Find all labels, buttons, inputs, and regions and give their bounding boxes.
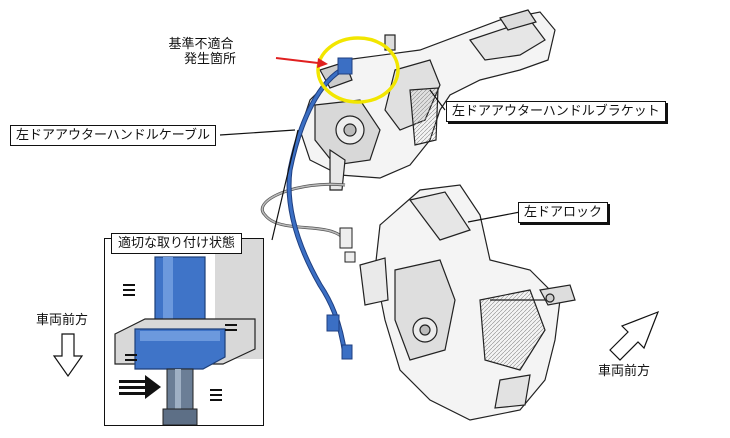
outer-handle-bracket-drawing xyxy=(299,9,556,191)
defect-location-label: 基準不適合 発生箇所 xyxy=(166,37,237,68)
vehicle-front-left-label: 車両前方 xyxy=(36,313,89,328)
vehicle-front-arrow-diagonal-icon xyxy=(609,310,660,361)
bracket-leader-line xyxy=(429,89,446,111)
defect-location-line2: 発生箇所 xyxy=(184,51,237,67)
lock-leader-line xyxy=(467,211,521,223)
push-arrow-icon xyxy=(119,375,161,399)
door-lock-drawing xyxy=(359,184,576,421)
outer-handle-bracket-label: 左ドアアウターハンドルブラケット xyxy=(446,101,666,122)
defect-location-line1: 基準不適合 xyxy=(168,37,234,52)
inset-illustration xyxy=(105,239,263,425)
door-lock-label: 左ドアロック xyxy=(518,202,609,223)
cable-leader-line xyxy=(219,129,296,136)
vehicle-front-right-label: 車両前方 xyxy=(598,364,651,379)
vehicle-front-arrow-down-icon xyxy=(52,333,84,378)
inset-leader-line xyxy=(271,129,299,241)
defect-pointer-arrow xyxy=(275,57,328,68)
inset-panel xyxy=(104,238,264,426)
inset-title: 適切な取り付け状態 xyxy=(111,233,243,254)
defect-highlight-circle xyxy=(316,36,400,104)
outer-handle-cable-label: 左ドアアウターハンドルケーブル xyxy=(10,125,216,146)
